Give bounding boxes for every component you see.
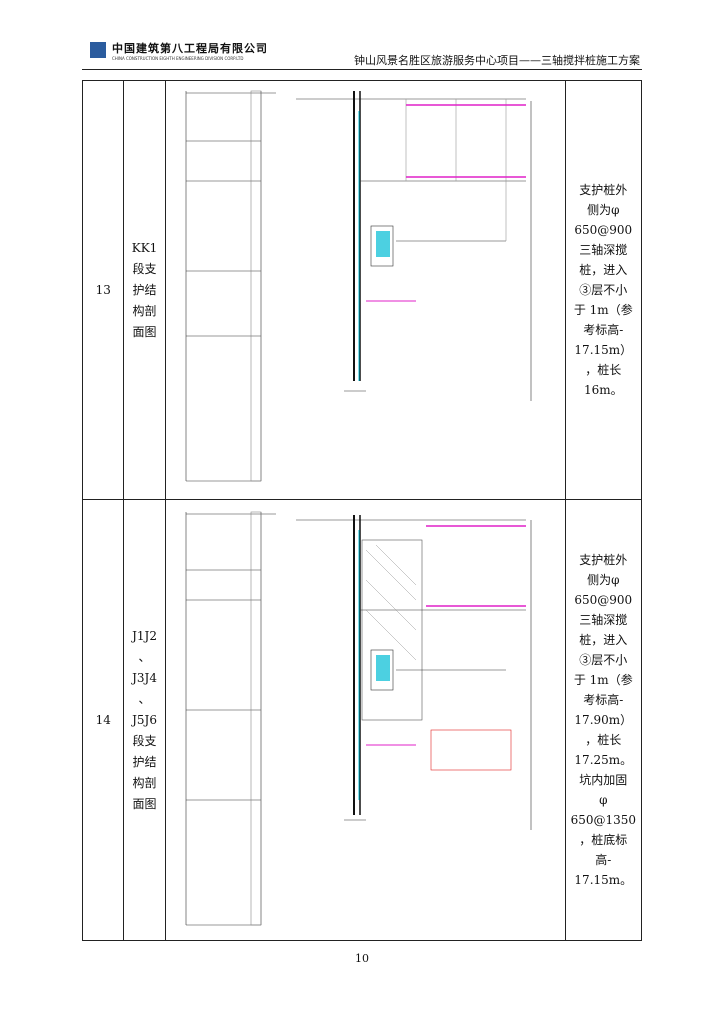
section-drawing [164, 80, 566, 500]
row-name: KK1 段支 护结 构剖 面图 [123, 80, 166, 500]
row-description: 支护桩外 侧为φ 650@900 三轴深搅 桩，进入 ③层不小 于 1m（参 考… [564, 80, 643, 500]
table-row: 14 J1J2 、 J3J4 、 J5J6 段支 护结 构剖 面图 [81, 499, 643, 941]
row-number: 14 [81, 499, 125, 941]
table-row: 13 KK1 段支 护结 构剖 面图 [81, 80, 643, 500]
row-number: 13 [81, 80, 125, 500]
row-description: 支护桩外 侧为φ 650@900 三轴深搅 桩，进入 ③层不小 于 1m（参 考… [564, 499, 643, 941]
header-divider [82, 69, 642, 70]
row-name: J1J2 、 J3J4 、 J5J6 段支 护结 构剖 面图 [123, 499, 166, 941]
company-name-cn: 中国建筑第八工程局有限公司 [112, 42, 268, 55]
section-table: 13 KK1 段支 护结 构剖 面图 [81, 80, 643, 941]
page-number: 10 [355, 952, 369, 965]
page-header: 中国建筑第八工程局有限公司 CHINA CONSTRUCTION EIGHTH … [82, 38, 642, 70]
document-title: 钟山风景名胜区旅游服务中心项目——三轴搅拌桩施工方案 [354, 54, 640, 67]
section-drawing [164, 499, 566, 941]
company-name-en: CHINA CONSTRUCTION EIGHTH ENGINEERING DI… [112, 56, 244, 61]
company-logo-icon [90, 42, 106, 58]
drawing-kk1 [185, 90, 531, 482]
drawing-j1j6 [185, 511, 531, 926]
